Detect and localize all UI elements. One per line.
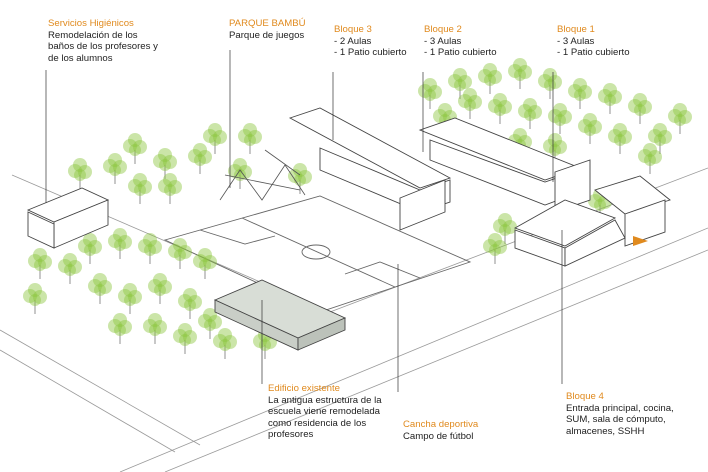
tree bbox=[508, 58, 532, 89]
tree bbox=[488, 93, 512, 124]
label-line: La antigua estructura de la bbox=[268, 394, 382, 406]
label-line: Entrada principal, cocina, bbox=[566, 402, 674, 414]
label-cancha-deportiva-title: Cancha deportiva bbox=[403, 419, 479, 430]
label-edificio-existente-title: Edificio existente bbox=[268, 383, 340, 394]
tree bbox=[68, 158, 92, 189]
label-line: - 3 Aulas bbox=[557, 35, 595, 47]
label-bloque-1-title: Bloque 1 bbox=[557, 24, 595, 35]
tree bbox=[448, 68, 472, 99]
label-line: Remodelación de los bbox=[48, 29, 138, 41]
tree bbox=[418, 78, 442, 109]
tree bbox=[608, 123, 632, 154]
label-bloque-4-title: Bloque 4 bbox=[566, 391, 604, 402]
label-bloque-4: Bloque 4 Entrada principal, cocina, SUM,… bbox=[566, 391, 674, 437]
label-line: - 1 Patio cubierto bbox=[557, 47, 630, 59]
tree bbox=[188, 143, 212, 174]
tree bbox=[128, 173, 152, 204]
trees bbox=[23, 58, 692, 359]
tree bbox=[568, 78, 592, 109]
label-bloque-2-title: Bloque 2 bbox=[424, 24, 462, 35]
label-line: de los alumnos bbox=[48, 52, 113, 64]
tree bbox=[193, 248, 217, 279]
tree bbox=[538, 68, 562, 99]
label-parque-bambu-title: PARQUE BAMBÚ bbox=[229, 18, 306, 29]
tree bbox=[213, 328, 237, 359]
tree bbox=[143, 313, 167, 344]
label-line: escuela viene remodelada bbox=[268, 406, 381, 418]
label-servicios-higienicos: Servicios Higiénicos Remodelación de los… bbox=[48, 18, 158, 64]
entrance-arrow-icon bbox=[633, 236, 648, 246]
bloque-1-building bbox=[594, 175, 671, 247]
label-line: Campo de fútbol bbox=[403, 430, 474, 442]
tree bbox=[173, 323, 197, 354]
edificio-existente-building bbox=[213, 279, 347, 351]
tree bbox=[578, 113, 602, 144]
label-cancha-deportiva: Cancha deportiva Campo de fútbol bbox=[403, 419, 478, 442]
label-edificio-existente: Edificio existente La antigua estructura… bbox=[268, 383, 382, 441]
playground bbox=[219, 149, 306, 201]
label-line: almacenes, SSHH bbox=[566, 425, 645, 437]
tree bbox=[203, 123, 227, 154]
tree bbox=[478, 63, 502, 94]
tree bbox=[138, 233, 162, 264]
tree bbox=[148, 273, 172, 304]
label-line: - 1 Patio cubierto bbox=[334, 47, 407, 59]
tree bbox=[543, 133, 567, 164]
label-line: - 3 Aulas bbox=[424, 35, 462, 47]
tree bbox=[518, 98, 542, 129]
label-line: baños de los profesores y bbox=[48, 41, 158, 53]
bloque-3-building bbox=[288, 107, 452, 231]
tree bbox=[493, 213, 517, 244]
label-line: SUM, sala de cómputo, bbox=[566, 414, 666, 426]
tree bbox=[178, 288, 202, 319]
tree bbox=[28, 248, 52, 279]
tree bbox=[483, 233, 507, 264]
bloque-2-building bbox=[418, 117, 591, 213]
bloque-4-building bbox=[513, 199, 626, 267]
tree bbox=[153, 148, 177, 179]
tree bbox=[103, 153, 127, 184]
label-line: - 1 Patio cubierto bbox=[424, 47, 497, 59]
tree bbox=[23, 283, 47, 314]
tree bbox=[123, 133, 147, 164]
label-bloque-2: Bloque 2 - 3 Aulas - 1 Patio cubierto bbox=[424, 24, 497, 59]
tree bbox=[228, 158, 252, 189]
label-line: - 2 Aulas bbox=[334, 35, 372, 47]
tree bbox=[288, 163, 312, 194]
label-line: Parque de juegos bbox=[229, 29, 305, 41]
label-servicios-higienicos-title: Servicios Higiénicos bbox=[48, 18, 134, 29]
tree bbox=[118, 283, 142, 314]
tree bbox=[238, 123, 262, 154]
servicios-higienicos-building bbox=[26, 187, 110, 249]
tree bbox=[598, 83, 622, 114]
leader-lines bbox=[45, 50, 563, 392]
label-bloque-3: Bloque 3 - 2 Aulas - 1 Patio cubierto bbox=[334, 24, 407, 59]
tree bbox=[548, 103, 572, 134]
tree bbox=[628, 93, 652, 124]
label-line: profesores bbox=[268, 429, 314, 441]
tree bbox=[108, 313, 132, 344]
tree bbox=[638, 143, 662, 174]
label-bloque-1: Bloque 1 - 3 Aulas - 1 Patio cubierto bbox=[557, 24, 630, 59]
tree bbox=[78, 233, 102, 264]
label-bloque-3-title: Bloque 3 bbox=[334, 24, 372, 35]
tree bbox=[648, 123, 672, 154]
tree bbox=[168, 238, 192, 269]
tree bbox=[88, 273, 112, 304]
label-parque-bambu: PARQUE BAMBÚ Parque de juegos bbox=[229, 18, 306, 41]
tree bbox=[198, 308, 222, 339]
tree bbox=[668, 103, 692, 134]
label-line: como residencia de los bbox=[268, 417, 367, 429]
tree bbox=[458, 88, 482, 119]
tree bbox=[158, 173, 182, 204]
tree bbox=[108, 228, 132, 259]
tree bbox=[58, 253, 82, 284]
